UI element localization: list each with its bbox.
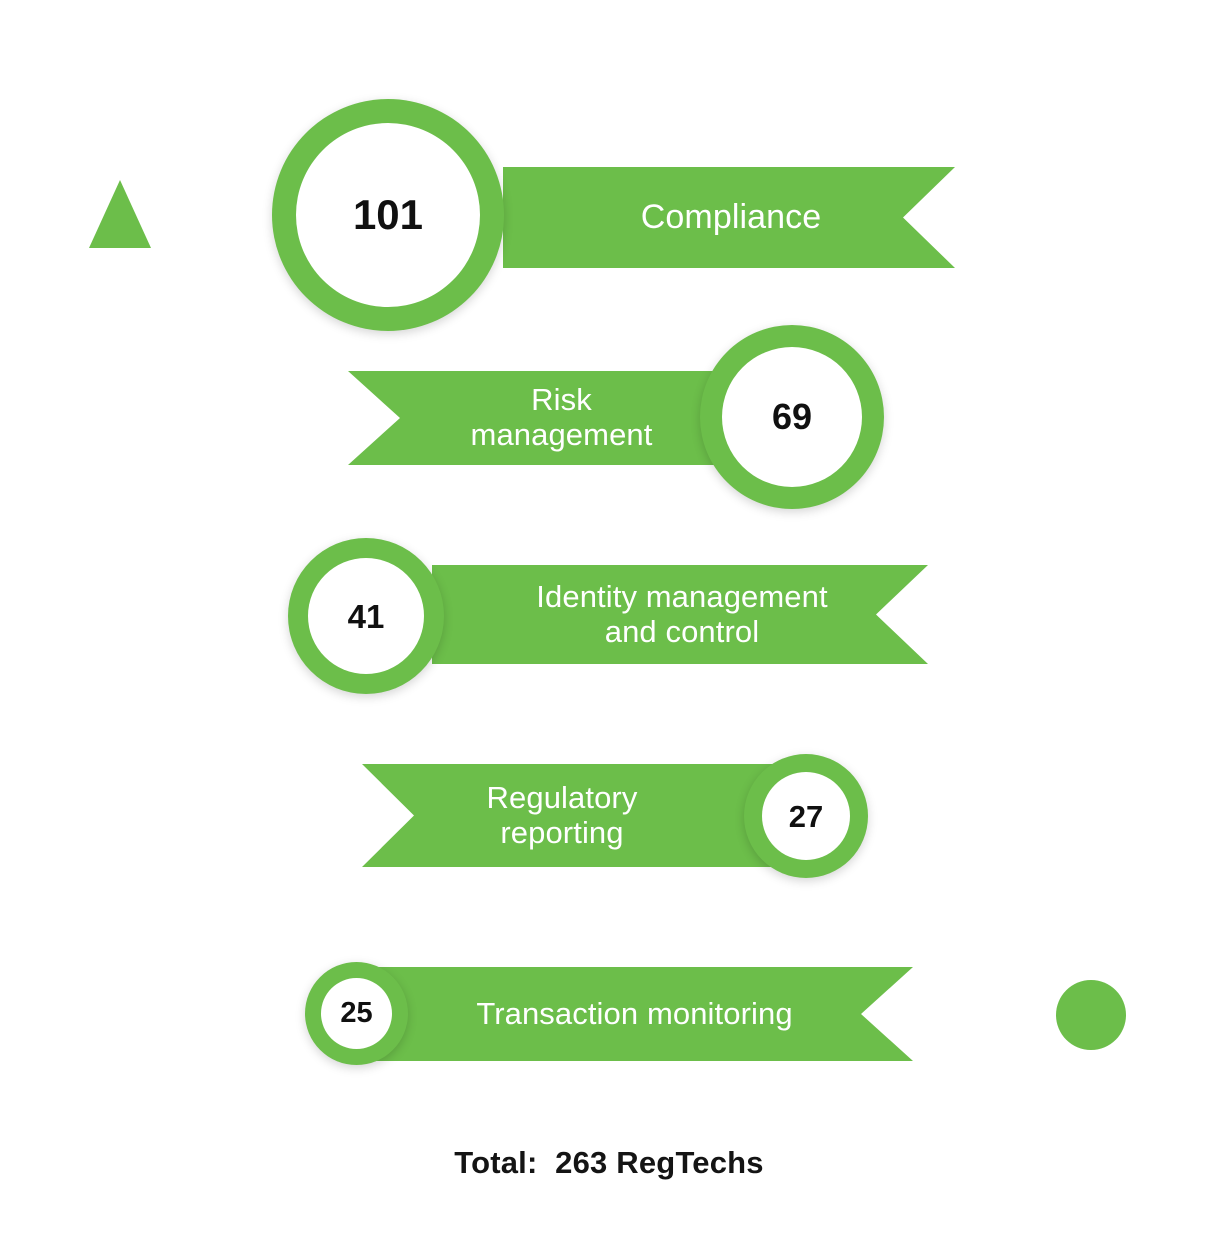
category-count-badge[interactable]: 27 [744,754,868,878]
category-count-value: 25 [340,997,373,1029]
dot-accent-icon [1056,980,1126,1050]
badge-inner-disc: 101 [296,123,480,307]
badge-inner-disc: 41 [308,558,424,674]
badge-inner-disc: 69 [722,347,862,487]
category-count-value: 101 [352,191,424,238]
triangle-accent-icon [89,180,151,248]
category-count-value: 69 [771,396,813,437]
badge-inner-disc: 27 [762,772,850,860]
category-count-value: 27 [788,798,824,834]
category-label: Risk management [470,382,653,452]
category-count-badge[interactable]: 25 [305,962,408,1065]
badge-inner-disc: 25 [321,978,392,1049]
category-ribbon[interactable]: Compliance [503,167,955,268]
category-ribbon[interactable]: Transaction monitoring [352,967,913,1061]
category-ribbon[interactable]: Regulatory reporting [362,764,802,867]
category-label: Identity management and control [536,578,828,649]
total-label: Total: 263 RegTechs [454,1145,764,1180]
category-count-badge[interactable]: 69 [700,325,884,509]
category-count-badge[interactable]: 101 [272,99,504,331]
category-count-value: 41 [347,597,385,635]
category-count-badge[interactable]: 41 [288,538,444,694]
category-label: Transaction monitoring [476,995,793,1031]
category-label: Regulatory reporting [486,779,638,850]
category-ribbon[interactable]: Identity management and control [432,565,928,664]
category-label: Compliance [640,198,822,237]
